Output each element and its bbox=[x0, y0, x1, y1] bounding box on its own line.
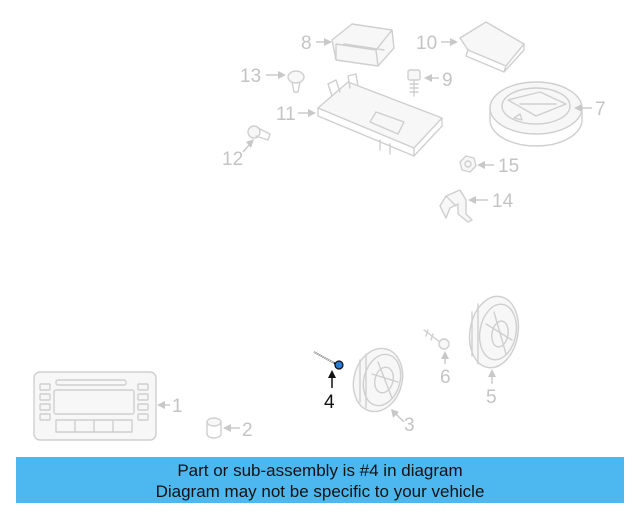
part-6-bolt[interactable] bbox=[423, 329, 450, 350]
callout-label-12: 12 bbox=[222, 149, 243, 170]
callout-7: 7 bbox=[574, 99, 606, 120]
part-2-cap[interactable] bbox=[206, 417, 222, 439]
callout-6: 6 bbox=[440, 351, 451, 388]
part-12-screw[interactable] bbox=[247, 125, 271, 141]
part-4-screw[interactable] bbox=[313, 351, 344, 370]
callout-label-3: 3 bbox=[404, 415, 415, 436]
callout-label-14: 14 bbox=[492, 191, 514, 212]
part-13-clip[interactable] bbox=[287, 70, 305, 93]
part-3-speaker[interactable] bbox=[347, 343, 410, 417]
part-15-nut[interactable] bbox=[459, 155, 477, 173]
banner-line-part-info: Part or sub-assembly is #4 in diagram bbox=[177, 461, 463, 480]
callout-label-7: 7 bbox=[595, 99, 606, 120]
callout-label-2: 2 bbox=[242, 420, 253, 441]
callout-12: 12 bbox=[222, 139, 254, 170]
callout-label-8: 8 bbox=[301, 33, 312, 54]
callout-9: 9 bbox=[424, 70, 453, 91]
callout-14: 14 bbox=[468, 191, 514, 212]
callout-label-11: 11 bbox=[276, 104, 296, 125]
callout-4: 4 bbox=[324, 370, 336, 413]
callout-label-1: 1 bbox=[172, 396, 183, 417]
part-11-bracket[interactable] bbox=[317, 73, 443, 157]
callout-label-10: 10 bbox=[416, 33, 437, 54]
callout-15: 15 bbox=[477, 156, 519, 177]
callout-2: 2 bbox=[223, 420, 253, 441]
part-5-speaker[interactable] bbox=[464, 292, 524, 371]
callout-13: 13 bbox=[240, 66, 286, 87]
callout-5: 5 bbox=[486, 369, 497, 408]
part-10-cover[interactable] bbox=[459, 21, 525, 73]
part-9-bolt[interactable] bbox=[407, 69, 421, 97]
callout-8: 8 bbox=[301, 33, 332, 54]
part-1-radio[interactable] bbox=[33, 371, 157, 441]
callout-10: 10 bbox=[416, 33, 458, 54]
callout-3: 3 bbox=[391, 409, 415, 436]
callout-label-15: 15 bbox=[498, 156, 519, 177]
callout-label-9: 9 bbox=[442, 70, 453, 91]
callout-1: 1 bbox=[157, 396, 183, 417]
callout-label-13: 13 bbox=[240, 66, 261, 87]
callout-label-6: 6 bbox=[440, 367, 451, 388]
part-8-module[interactable] bbox=[331, 23, 395, 67]
banner-line-disclaimer: Diagram may not be specific to your vehi… bbox=[155, 482, 485, 501]
callout-label-4: 4 bbox=[324, 392, 335, 413]
callout-11: 11 bbox=[276, 104, 316, 125]
part-14-mount-bracket[interactable] bbox=[439, 189, 473, 223]
part-7-subwoofer[interactable] bbox=[489, 81, 583, 147]
info-banner: Part or sub-assembly is #4 in diagram Di… bbox=[16, 457, 624, 503]
callout-label-5: 5 bbox=[486, 387, 497, 408]
